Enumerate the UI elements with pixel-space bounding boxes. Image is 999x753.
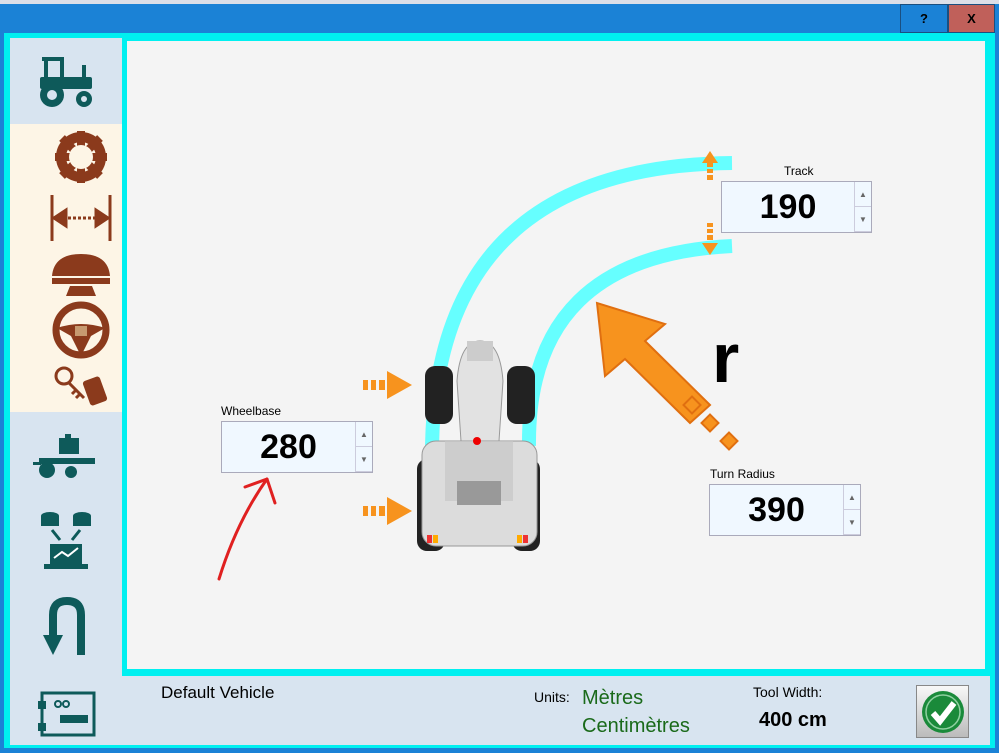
vehicle-config-panel: Track 190▲▼ Wheelbase 280▲▼ r Turn Radiu… <box>122 36 990 674</box>
gps-antenna-icon <box>52 254 110 296</box>
sidebar-item-dimensions[interactable] <box>10 190 122 246</box>
title-bar <box>0 4 999 33</box>
turn-radius-value[interactable]: 390 <box>748 490 805 529</box>
track-up-button[interactable]: ▲ <box>855 182 871 207</box>
unit-metres[interactable]: Mètres <box>582 687 644 709</box>
sidebar <box>10 38 122 745</box>
wheelbase-arrows <box>363 371 412 525</box>
track-label: Track <box>784 164 814 178</box>
implement-icon <box>33 434 95 478</box>
gear-icon <box>55 131 107 183</box>
confirm-button[interactable] <box>916 685 969 738</box>
tool-width-label: Tool Width: <box>753 684 823 700</box>
radius-arrow <box>595 301 739 451</box>
key-tag-icon <box>54 366 108 406</box>
sidebar-item-data[interactable] <box>10 500 122 580</box>
unit-centimetres[interactable]: Centimètres <box>582 715 690 737</box>
close-button[interactable]: X <box>948 4 995 33</box>
track-down-button[interactable]: ▼ <box>855 207 871 232</box>
footer-bar: Default Vehicle Units: Mètres Centimètre… <box>122 676 990 745</box>
sidebar-item-hardware[interactable] <box>10 686 122 742</box>
turn-radius-input[interactable]: 390 ▲▼ <box>709 484 861 536</box>
vehicle-name: Default Vehicle <box>161 683 275 702</box>
sidebar-item-implement[interactable] <box>10 422 122 492</box>
track-arrows <box>702 151 718 255</box>
sidebar-item-license[interactable] <box>10 362 122 412</box>
units-label: Units: <box>534 689 570 705</box>
checkmark-icon <box>921 690 964 733</box>
arduino-board-icon <box>38 691 96 737</box>
width-arrows-icon <box>50 195 112 241</box>
u-turn-icon <box>43 596 85 655</box>
turn-radius-up-button[interactable]: ▲ <box>844 485 860 510</box>
sidebar-item-settings[interactable] <box>10 128 122 186</box>
steering-wheel-icon <box>52 301 110 359</box>
tractor-icon <box>40 57 92 107</box>
tractor-image <box>417 340 540 551</box>
sidebar-item-vehicle[interactable] <box>10 38 122 124</box>
sidebar-item-steering[interactable] <box>10 300 122 360</box>
radius-symbol: r <box>712 319 740 397</box>
sidebar-item-antenna[interactable] <box>10 250 122 300</box>
wheelbase-label: Wheelbase <box>221 404 282 418</box>
database-chart-icon <box>41 512 91 569</box>
wheelbase-up-button[interactable]: ▲ <box>356 422 372 447</box>
tool-width-value: 400 cm <box>759 709 827 731</box>
track-input[interactable]: 190 ▲▼ <box>721 181 872 233</box>
turn-radius-down-button[interactable]: ▼ <box>844 510 860 535</box>
background-window-strip <box>0 0 999 4</box>
sidebar-item-uturn[interactable] <box>10 588 122 668</box>
wheelbase-value[interactable]: 280 <box>260 427 317 466</box>
wheelbase-down-button[interactable]: ▼ <box>356 447 372 472</box>
help-button[interactable]: ? <box>900 4 948 33</box>
red-annotation-arrow <box>217 477 277 581</box>
turn-radius-label: Turn Radius <box>710 467 775 481</box>
wheelbase-input[interactable]: 280 ▲▼ <box>221 421 373 473</box>
track-value[interactable]: 190 <box>759 187 817 226</box>
vehicle-diagram <box>217 151 739 581</box>
